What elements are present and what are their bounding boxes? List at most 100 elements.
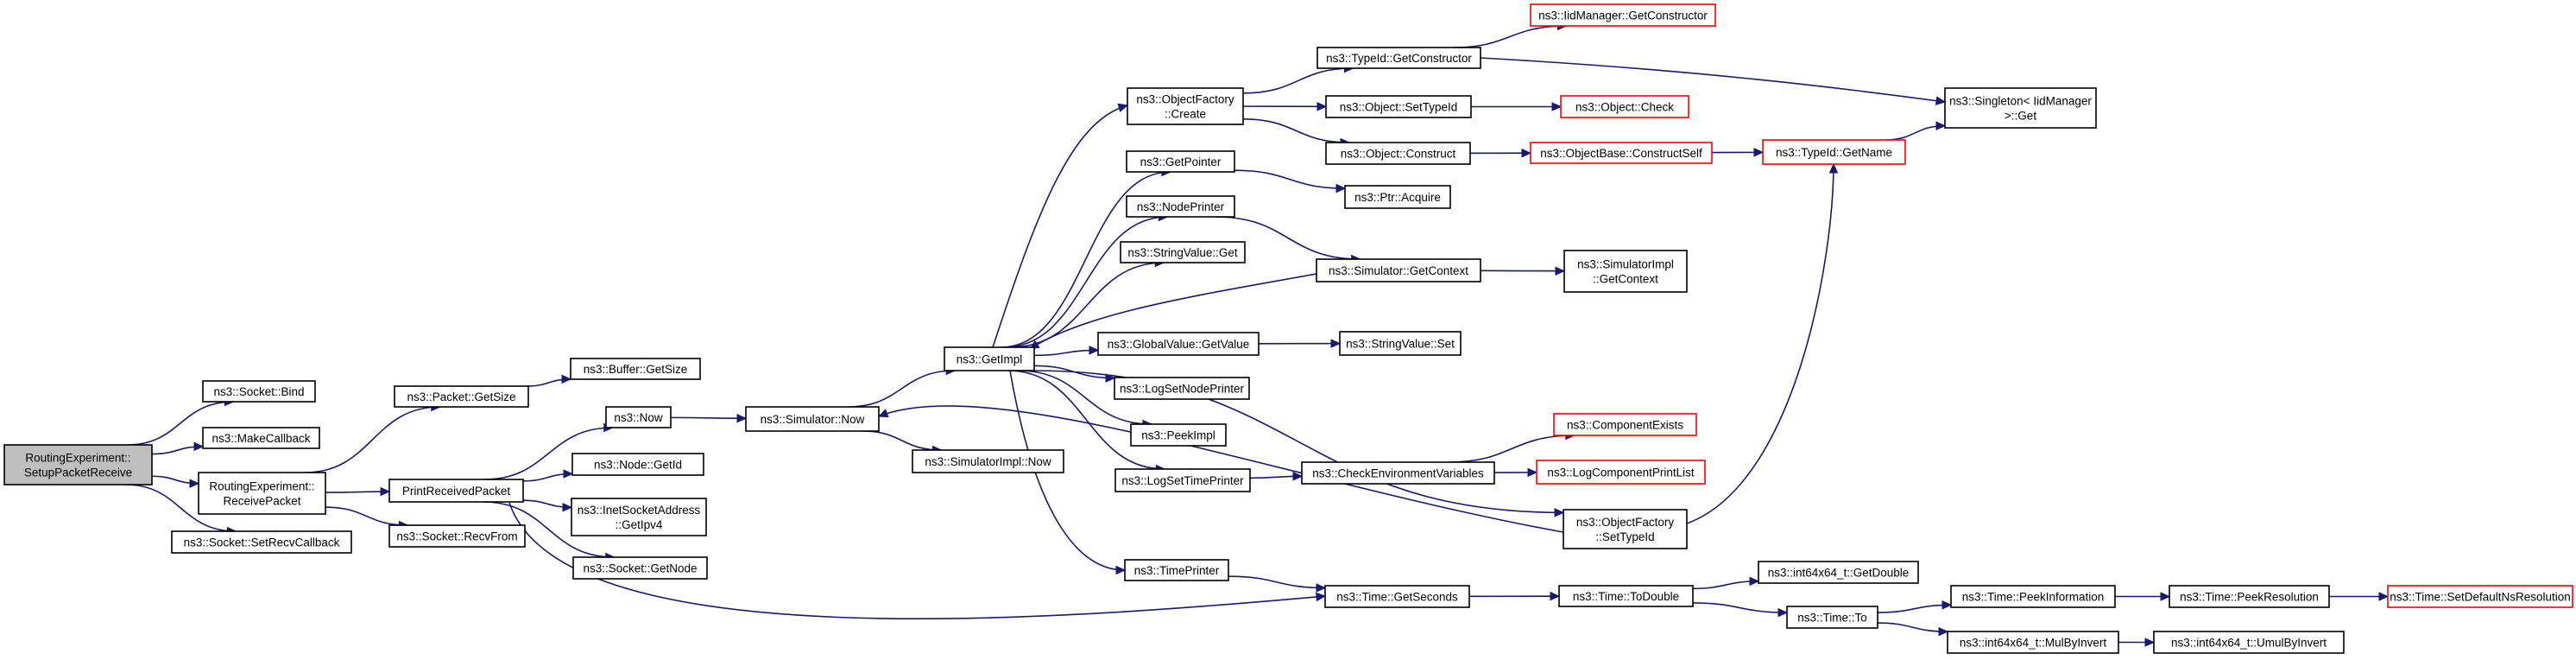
node-box <box>1563 250 1688 293</box>
node-label: ns3::StringValue::Set <box>1346 338 1455 351</box>
edge-checkenv-to-componentexists <box>1449 435 1575 463</box>
edge-time-todouble-to-int64-getdouble <box>1692 581 1759 590</box>
node-typeid-getconstructor[interactable]: ns3::TypeId::GetConstructor <box>1316 47 1481 69</box>
node-box <box>912 449 1064 473</box>
nodes-layer: RoutingExperiment::SetupPacketReceivens3… <box>3 3 2573 654</box>
node-time-to[interactable]: ns3::Time::To <box>1786 606 1878 629</box>
node-time-todouble[interactable]: ns3::Time::ToDouble <box>1558 585 1694 607</box>
node-label: ns3::SimulatorImpl::Now <box>925 455 1051 468</box>
edge-typeid-getname-to-singleton-get-arrowhead <box>1935 121 1947 130</box>
node-singleton-get[interactable]: ns3::Singleton< IidManager >::Get <box>1944 87 2097 129</box>
edge-typeid-getconstructor-to-singleton-get-arrowhead <box>1935 96 1947 105</box>
node-root[interactable]: RoutingExperiment::SetupPacketReceive <box>3 444 153 485</box>
edge-timeprinter-to-time-getseconds-arrowhead <box>1316 583 1327 593</box>
node-inetsocketaddress[interactable]: ns3::InetSocketAddress::GetIpv4 <box>571 498 707 536</box>
node-socket-recvfrom[interactable]: ns3::Socket::RecvFrom <box>388 524 526 548</box>
node-label: ns3::Simulator::Now <box>761 413 865 426</box>
node-objectbase-constructself[interactable]: ns3::ObjectBase::ConstructSelf <box>1530 142 1713 164</box>
node-label: ns3::Packet::GetSize <box>407 390 515 403</box>
node-label: ns3::Node::GetId <box>594 459 682 472</box>
node-simulator-now[interactable]: ns3::Simulator::Now <box>745 406 880 432</box>
node-simulator-getcontext[interactable]: ns3::Simulator::GetContext <box>1316 258 1481 282</box>
node-time-peekinformation[interactable]: ns3::Time::PeekInformation <box>1950 585 2116 608</box>
node-stringvalue-set[interactable]: ns3::StringValue::Set <box>1339 331 1462 356</box>
edge-receivepacket-to-socket-recvfrom <box>325 506 408 526</box>
node-packet-getsize[interactable]: ns3::Packet::GetSize <box>394 385 529 408</box>
node-setrecvcallback[interactable]: ns3::Socket::SetRecvCallback <box>171 530 352 554</box>
node-time-peekresolution[interactable]: ns3::Time::PeekResolution <box>2169 585 2330 608</box>
node-checkenv[interactable]: ns3::CheckEnvironmentVariables <box>1301 461 1495 485</box>
edge-receivepacket-to-packet-getsize <box>304 406 440 473</box>
node-componentexists[interactable]: ns3::ComponentExists <box>1553 413 1697 436</box>
node-label: ns3::Time::ToDouble <box>1573 590 1679 603</box>
node-receivepacket[interactable]: RoutingExperiment::ReceivePacket <box>198 472 326 515</box>
node-ptr-acquire[interactable]: ns3::Ptr::Acquire <box>1344 185 1451 209</box>
edge-simulator-now-to-simulatorimpl-now <box>862 430 942 451</box>
node-nodeprinter[interactable]: ns3::NodePrinter <box>1126 195 1235 218</box>
node-simulatorimpl-now[interactable]: ns3::SimulatorImpl::Now <box>912 449 1064 473</box>
node-buffer-getsize[interactable]: ns3::Buffer::GetSize <box>570 358 701 380</box>
edge-time-peekinformation-to-time-peekresolution-arrowhead <box>2160 592 2171 601</box>
node-now[interactable]: ns3::Now <box>605 406 672 428</box>
node-label: ns3::MakeCallback <box>212 432 310 445</box>
node-socket-bind[interactable]: ns3::Socket::Bind <box>202 380 316 403</box>
node-int64-getdouble[interactable]: ns3::int64x64_t::GetDouble <box>1758 561 1919 584</box>
node-object-settypeid[interactable]: ns3::Object::SetTypeId <box>1325 95 1472 118</box>
node-label: RoutingExperiment:: <box>25 452 130 465</box>
node-box <box>1563 509 1688 549</box>
node-logsettimeprinter[interactable]: ns3::LogSetTimePrinter <box>1114 468 1251 492</box>
edge-getpointer-to-ptr-acquire <box>1234 169 1346 189</box>
node-objectfactory-settypeid[interactable]: ns3::ObjectFactory::SetTypeId <box>1563 509 1688 549</box>
node-box <box>171 530 352 554</box>
node-label: ns3::IidManager::GetConstructor <box>1538 10 1708 22</box>
node-time-getseconds[interactable]: ns3::Time::GetSeconds <box>1324 585 1470 608</box>
node-label: ns3::PeekImpl <box>1141 429 1215 442</box>
node-timeprinter[interactable]: ns3::TimePrinter <box>1124 559 1229 581</box>
edge-getimpl-to-logsetnodeprinter-arrowhead <box>1105 373 1116 383</box>
node-label: ns3::SimulatorImpl <box>1577 258 1674 271</box>
node-iidmanager-getconstructor[interactable]: ns3::IidManager::GetConstructor <box>1530 3 1716 27</box>
node-box <box>1126 195 1235 218</box>
node-getpointer[interactable]: ns3::GetPointer <box>1126 150 1235 173</box>
node-object-construct[interactable]: ns3::Object::Construct <box>1325 142 1471 165</box>
node-stringvalue-get[interactable]: ns3::StringValue::Get <box>1120 241 1246 263</box>
edge-getimpl-to-globalvalue-getvalue-arrowhead <box>1089 346 1100 355</box>
node-node-getid[interactable]: ns3::Node::GetId <box>571 453 704 476</box>
node-box <box>2169 585 2330 608</box>
node-makecallback[interactable]: ns3::MakeCallback <box>202 427 320 449</box>
edge-objectfactory-settypeid-to-simulator-now-arrowhead <box>877 409 889 418</box>
edge-root-to-makecallback-arrowhead <box>193 441 205 452</box>
edge-printreceivedpacket-to-now <box>483 427 613 480</box>
node-label: ns3::Ptr::Acquire <box>1354 191 1441 204</box>
node-box <box>1127 87 1244 125</box>
node-box <box>1558 585 1694 607</box>
node-label: ns3::LogSetTimePrinter <box>1121 474 1244 487</box>
node-int64-mulbyinvert[interactable]: ns3::int64x64_t::MulByInvert <box>1947 631 2119 654</box>
edge-timeprinter-to-time-getseconds <box>1228 575 1326 589</box>
node-label: ::GetIpv4 <box>616 518 663 531</box>
edge-getimpl-to-logsettimeprinter <box>1007 370 1165 470</box>
node-logcomponentprintlist[interactable]: ns3::LogComponentPrintList <box>1536 460 1706 485</box>
node-label: ns3::InetSocketAddress <box>578 504 701 517</box>
node-getimpl[interactable]: ns3::GetImpl <box>944 346 1035 371</box>
edge-getimpl-to-getpointer <box>1001 171 1171 348</box>
node-peekimpl[interactable]: ns3::PeekImpl <box>1130 423 1227 447</box>
node-time-setdefaultnsresolution[interactable]: ns3::Time::SetDefaultNsResolution <box>2387 585 2573 608</box>
node-box <box>1553 413 1697 436</box>
node-printreceivedpacket[interactable]: PrintReceivedPacket <box>388 479 524 503</box>
node-label: ns3::ObjectBase::ConstructSelf <box>1540 147 1702 160</box>
node-box <box>388 479 524 503</box>
edge-objectfactory-create-to-object-construct <box>1242 118 1349 143</box>
node-logsetnodeprinter[interactable]: ns3::LogSetNodePrinter <box>1114 377 1250 400</box>
node-int64-umulbyinvert[interactable]: ns3::int64x64_t::UmulByInvert <box>2153 631 2345 654</box>
node-typeid-getname[interactable]: ns3::TypeId::GetName <box>1762 139 1906 165</box>
node-objectfactory-create[interactable]: ns3::ObjectFactory::Create <box>1127 87 1244 125</box>
node-socket-getnode[interactable]: ns3::Socket::GetNode <box>572 556 708 580</box>
node-object-check[interactable]: ns3::Object::Check <box>1560 95 1689 118</box>
node-box <box>1324 585 1470 608</box>
node-simulatorimpl-getcontext[interactable]: ns3::SimulatorImpl::GetContext <box>1563 250 1688 293</box>
node-label: ns3::Object::SetTypeId <box>1340 101 1458 114</box>
node-label: PrintReceivedPacket <box>402 485 511 498</box>
node-globalvalue-getvalue[interactable]: ns3::GlobalValue::GetValue <box>1097 332 1260 356</box>
